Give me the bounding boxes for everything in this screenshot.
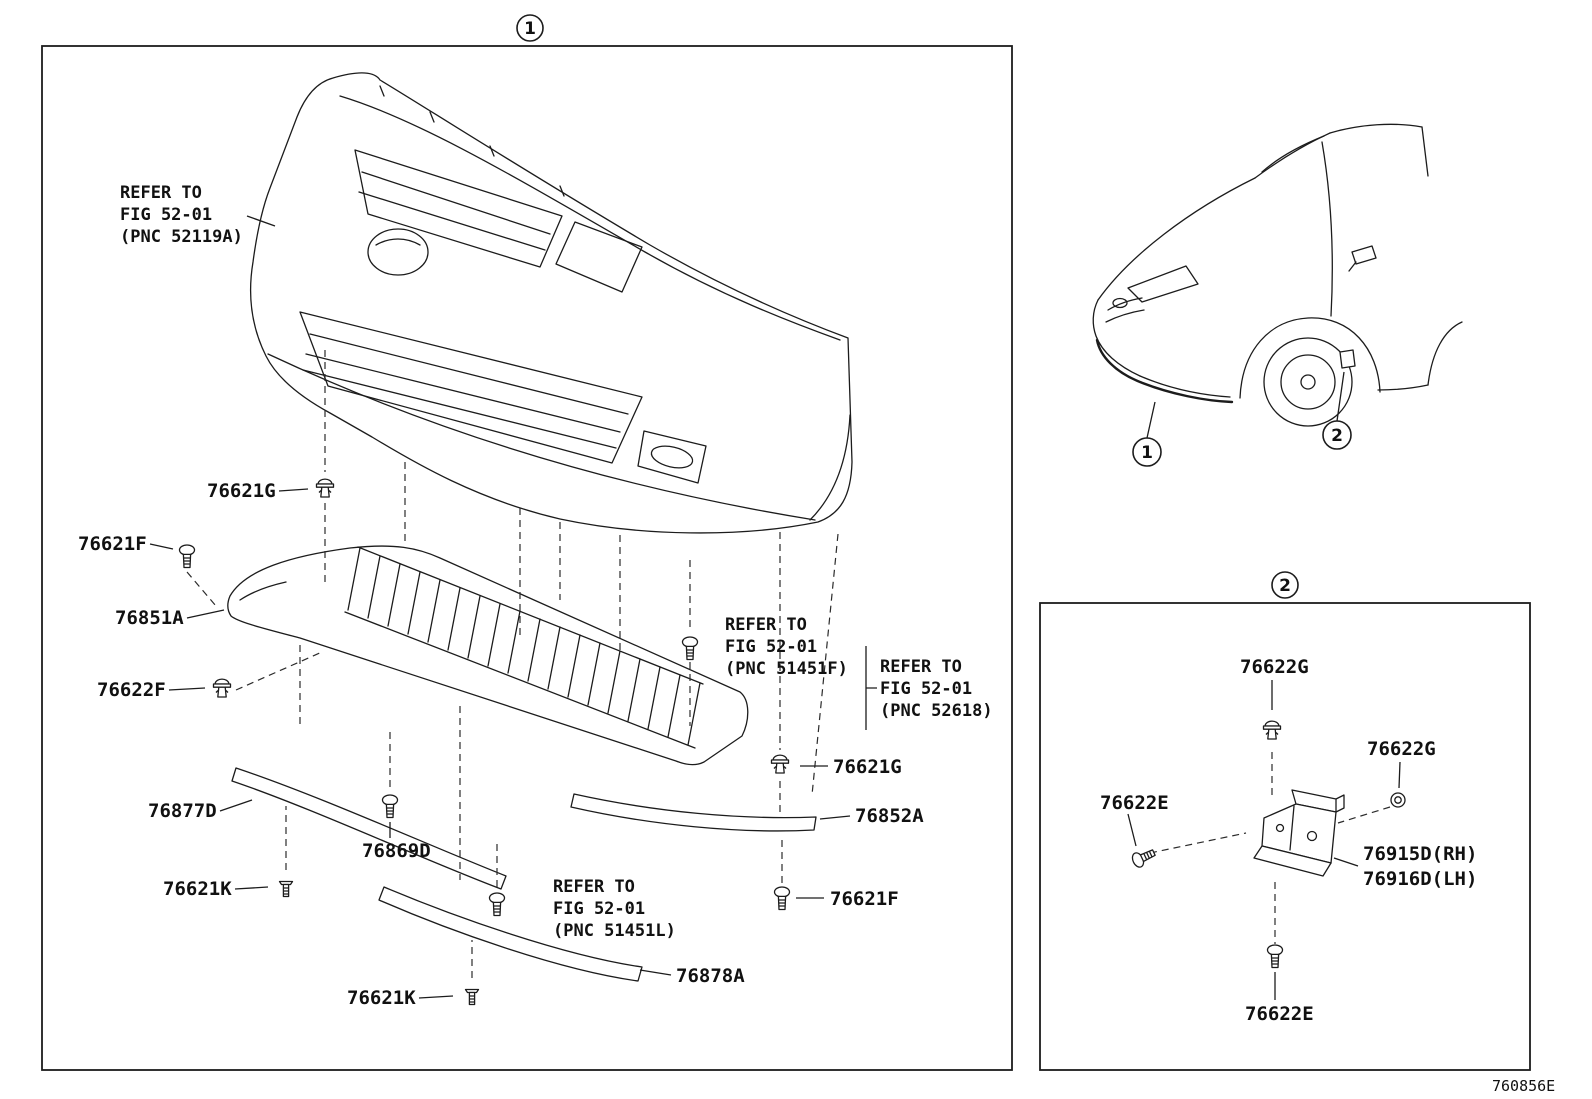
screw-icon-76621F-1 bbox=[178, 544, 196, 569]
callout-1-top-number: 1 bbox=[524, 19, 536, 39]
screw-icon-76621F-2 bbox=[773, 886, 791, 911]
screw-icon-refer-51451L bbox=[488, 892, 506, 917]
car-illustration: 1 2 bbox=[1092, 123, 1463, 467]
front-bumper-cover-drawing bbox=[249, 72, 853, 534]
screw-icon-76622E-1 bbox=[1129, 845, 1158, 870]
part-label-76915D: 76915D(RH) bbox=[1363, 843, 1477, 865]
refer-note-52618: REFER TO FIG 52-01 (PNC 52618) bbox=[880, 657, 993, 721]
part-label-76621F-1: 76621F bbox=[78, 533, 147, 555]
callout-2-detail: 2 bbox=[1271, 571, 1299, 599]
part-label-76622E-1: 76622E bbox=[1100, 792, 1169, 814]
refer-note-52618-line1: REFER TO bbox=[880, 657, 962, 677]
part-label-76622E-2: 76622E bbox=[1245, 1003, 1314, 1025]
dashed-leader-lines-detail bbox=[1149, 752, 1391, 944]
refer-note-52618-line3: (PNC 52618) bbox=[880, 701, 993, 721]
pin-icon-76621K-2 bbox=[464, 988, 480, 1006]
callout-2-car-number: 2 bbox=[1331, 426, 1343, 446]
clip-icon-76621G-1 bbox=[315, 478, 335, 498]
part-label-76621F-2: 76621F bbox=[830, 888, 899, 910]
refer-note-51451L-line1: REFER TO bbox=[553, 877, 635, 897]
pin-icon-76621K-1 bbox=[278, 880, 294, 898]
screw-icon-76869D bbox=[381, 794, 399, 819]
callout-2-car: 2 bbox=[1322, 420, 1352, 450]
screw-icon-refer-51451F bbox=[681, 636, 699, 661]
part-label-76621G-1: 76621G bbox=[207, 480, 276, 502]
refer-note-51451F-line3: (PNC 51451F) bbox=[725, 659, 848, 679]
refer-note-52119A-line2: FIG 52-01 bbox=[120, 205, 212, 225]
refer-note-52618-line2: FIG 52-01 bbox=[880, 679, 972, 699]
label-leader-lines-main bbox=[149, 215, 877, 999]
part-label-76916D: 76916D(LH) bbox=[1363, 868, 1477, 890]
refer-note-51451L: REFER TO FIG 52-01 (PNC 51451L) bbox=[553, 877, 676, 941]
clip-icon-76622F bbox=[212, 678, 232, 698]
screw-icon-76622E-2 bbox=[1266, 944, 1284, 969]
dashed-leader-lines-main bbox=[186, 350, 839, 978]
part-label-76869D: 76869D bbox=[362, 840, 431, 862]
part-label-76622G-1: 76622G bbox=[1240, 656, 1309, 678]
spoiler-strip-76877D-drawing bbox=[231, 767, 507, 890]
callout-2-detail-number: 2 bbox=[1279, 576, 1291, 596]
main-diagram-frame bbox=[41, 45, 1013, 1071]
part-label-76622F: 76622F bbox=[97, 679, 166, 701]
refer-note-51451F-line1: REFER TO bbox=[725, 615, 807, 635]
part-label-76852A: 76852A bbox=[855, 805, 924, 827]
bracket-drawing-76915D bbox=[1253, 789, 1345, 877]
spoiler-strip-76852A-drawing bbox=[570, 793, 817, 832]
refer-note-51451L-line3: (PNC 51451L) bbox=[553, 921, 676, 941]
rocker-bracket-mark bbox=[1339, 349, 1356, 369]
spoiler-strip-76878A-drawing bbox=[378, 886, 643, 982]
part-label-76851A: 76851A bbox=[115, 607, 184, 629]
refer-note-52119A-line1: REFER TO bbox=[120, 183, 202, 203]
grommet-icon-76622G-2 bbox=[1390, 792, 1406, 808]
part-label-76621K-2: 76621K bbox=[347, 987, 416, 1009]
part-label-76877D: 76877D bbox=[148, 800, 217, 822]
label-leader-lines-detail bbox=[1127, 680, 1401, 1000]
refer-note-52119A: REFER TO FIG 52-01 (PNC 52119A) bbox=[120, 183, 243, 247]
refer-note-51451F-line2: FIG 52-01 bbox=[725, 637, 817, 657]
part-label-76621G-2: 76621G bbox=[833, 756, 902, 778]
callout-1-top: 1 bbox=[516, 14, 544, 42]
refer-note-51451F: REFER TO FIG 52-01 (PNC 51451F) bbox=[725, 615, 848, 679]
detail-diagram-frame bbox=[1039, 602, 1531, 1071]
part-label-76878A: 76878A bbox=[676, 965, 745, 987]
clip-icon-76622G-1 bbox=[1262, 720, 1282, 740]
callout-1-car: 1 bbox=[1132, 437, 1162, 467]
callout-1-car-number: 1 bbox=[1141, 443, 1153, 463]
part-label-76622G-2: 76622G bbox=[1367, 738, 1436, 760]
document-number: 760856E bbox=[1492, 1077, 1555, 1095]
lower-grille-insert-drawing bbox=[227, 545, 749, 766]
part-label-76621K-1: 76621K bbox=[163, 878, 232, 900]
refer-note-51451L-line2: FIG 52-01 bbox=[553, 899, 645, 919]
refer-note-52119A-line3: (PNC 52119A) bbox=[120, 227, 243, 247]
clip-icon-76621G-2 bbox=[770, 754, 790, 774]
